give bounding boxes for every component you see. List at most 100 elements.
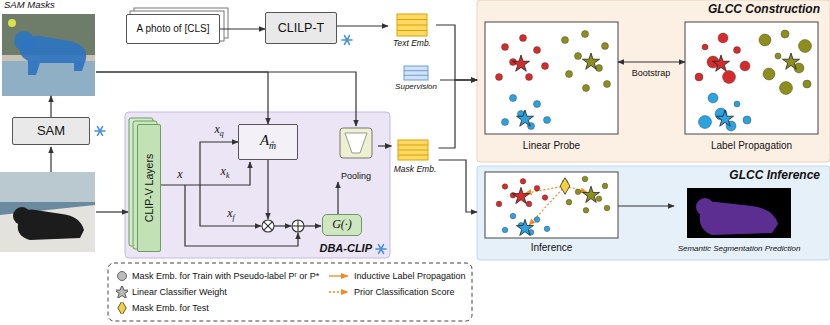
symbol-base: A: [260, 132, 269, 148]
test-diamond: [560, 178, 570, 195]
embedding-dot: [502, 184, 508, 190]
embedding-dot: [723, 71, 736, 84]
embedding-block: Text Emb.: [388, 12, 436, 50]
embedding-stripes: [398, 140, 428, 160]
inference-plot: [496, 176, 610, 235]
supervision-stripes: [404, 70, 428, 71]
connector-arrow: [378, 145, 392, 146]
embedding-dot: [542, 63, 549, 70]
supervision-block: Supervision: [392, 64, 440, 92]
connector-arrow: [337, 25, 388, 26]
frozen-icon: [345, 36, 350, 45]
embedding-dot: [510, 213, 516, 219]
embedding-dot: [708, 93, 718, 103]
legend-sample: [329, 291, 348, 292]
connector-arrow: [220, 28, 265, 29]
legend-swatch: [116, 302, 128, 314]
embedding-stripes: [398, 155, 428, 156]
panel-ground: [125, 112, 390, 258]
legend-item: Inductive Label Propagation: [328, 269, 466, 283]
multiply-operator: [262, 220, 274, 232]
internal-wire: [200, 162, 250, 185]
frozen-icon: [379, 245, 384, 254]
frozen-icon: [95, 127, 105, 136]
frozen-icon: [95, 36, 386, 254]
embedding-dot: [566, 199, 572, 205]
label-propagation-plot: [695, 30, 812, 131]
symbol-subscript: q: [220, 129, 224, 138]
node-text: SAM Masks: [4, 0, 55, 11]
legend-text: Prior Classification Score: [354, 287, 455, 297]
supervision-stripes: [404, 66, 428, 80]
embedding-dot: [740, 61, 750, 71]
embedding-dot: [596, 65, 603, 72]
node-text: Supervision: [392, 82, 440, 91]
embedding-dot: [743, 116, 751, 124]
frozen-icon: [345, 36, 350, 45]
embedding-stripes: [397, 19, 427, 20]
image-heading: SAM Masks: [2, 0, 96, 96]
frozen-icon: [98, 127, 103, 136]
embedding-dot: [502, 44, 509, 51]
embedding-stripes: [397, 30, 427, 31]
legend-item: Prior Classification Score: [328, 285, 455, 299]
classifier-star: [712, 55, 729, 71]
embedding-dot: [775, 53, 781, 59]
embedding-dot: [520, 35, 527, 42]
connector-arrow: [337, 182, 338, 214]
layer-box: CLIP-V Layers: [137, 124, 161, 252]
connector-arrow: [618, 205, 674, 206]
node-text: Mask Emb.: [392, 165, 439, 175]
embedding-dot: [583, 207, 589, 213]
plot-frame: [685, 22, 818, 134]
embedding-dot: [534, 101, 541, 108]
embedding-dot: [502, 227, 508, 233]
legend-text: Inductive Label Propagation: [354, 271, 466, 281]
classifier-star: [512, 55, 529, 71]
prior-score-line: [529, 186, 565, 225]
node-text: Inference: [485, 242, 618, 254]
legend-swatch: [116, 270, 128, 282]
stage-panel: GLCC InferenceInferenceSemantic Segmenta…: [477, 166, 830, 260]
embedding-dot: [695, 73, 703, 81]
plot-box: Inference: [485, 172, 618, 254]
supervision-stripes: [404, 66, 428, 80]
segmentation-image: [687, 188, 791, 238]
legend-sample: [116, 286, 128, 298]
multiply-operator: [262, 220, 274, 232]
embedding-dot: [602, 43, 609, 50]
frozen-icon: [98, 127, 103, 136]
node-text: G(·): [332, 218, 352, 232]
connector-arrow: [439, 80, 478, 148]
node-text: Linear Probe: [485, 140, 618, 152]
symbol-base: x: [214, 122, 219, 136]
prompt-card: A photo of [CLS]: [126, 14, 220, 44]
internal-wire: [96, 211, 128, 212]
frozen-icon: [342, 36, 352, 45]
embedding-dot: [763, 68, 775, 80]
embedding-dot: [734, 47, 741, 54]
embedding-dot: [799, 40, 812, 53]
internal-wire: [200, 185, 261, 226]
pooling-block: Pooling: [334, 126, 378, 182]
input-photo: [0, 205, 95, 252]
linear-probe-plot: [496, 31, 611, 130]
variable-label: xf: [227, 207, 235, 223]
add-operator: [292, 220, 304, 232]
embedding-dot: [582, 176, 588, 182]
module-panel: DBA-CLIPCLIP-V LayersAm̂PoolingG(·): [125, 112, 390, 258]
frozen-icon: [379, 245, 384, 254]
pooling-icon: [340, 128, 372, 158]
variable-label: x: [177, 168, 182, 181]
embedding-dot: [534, 47, 541, 54]
embedding-dot: [583, 85, 590, 92]
add-operator: [292, 220, 304, 232]
legend-text: Mask Emb. for Train with Pseudo-label Pʳ…: [132, 271, 319, 281]
edge-label: Bootstrap: [631, 68, 672, 78]
embedding-dot: [502, 119, 509, 126]
plot-frame: [485, 172, 618, 238]
node-text: Text Emb.: [388, 39, 436, 49]
node-text: DBA-CLIP: [319, 242, 372, 255]
node-text: CLILP-T: [278, 21, 325, 35]
